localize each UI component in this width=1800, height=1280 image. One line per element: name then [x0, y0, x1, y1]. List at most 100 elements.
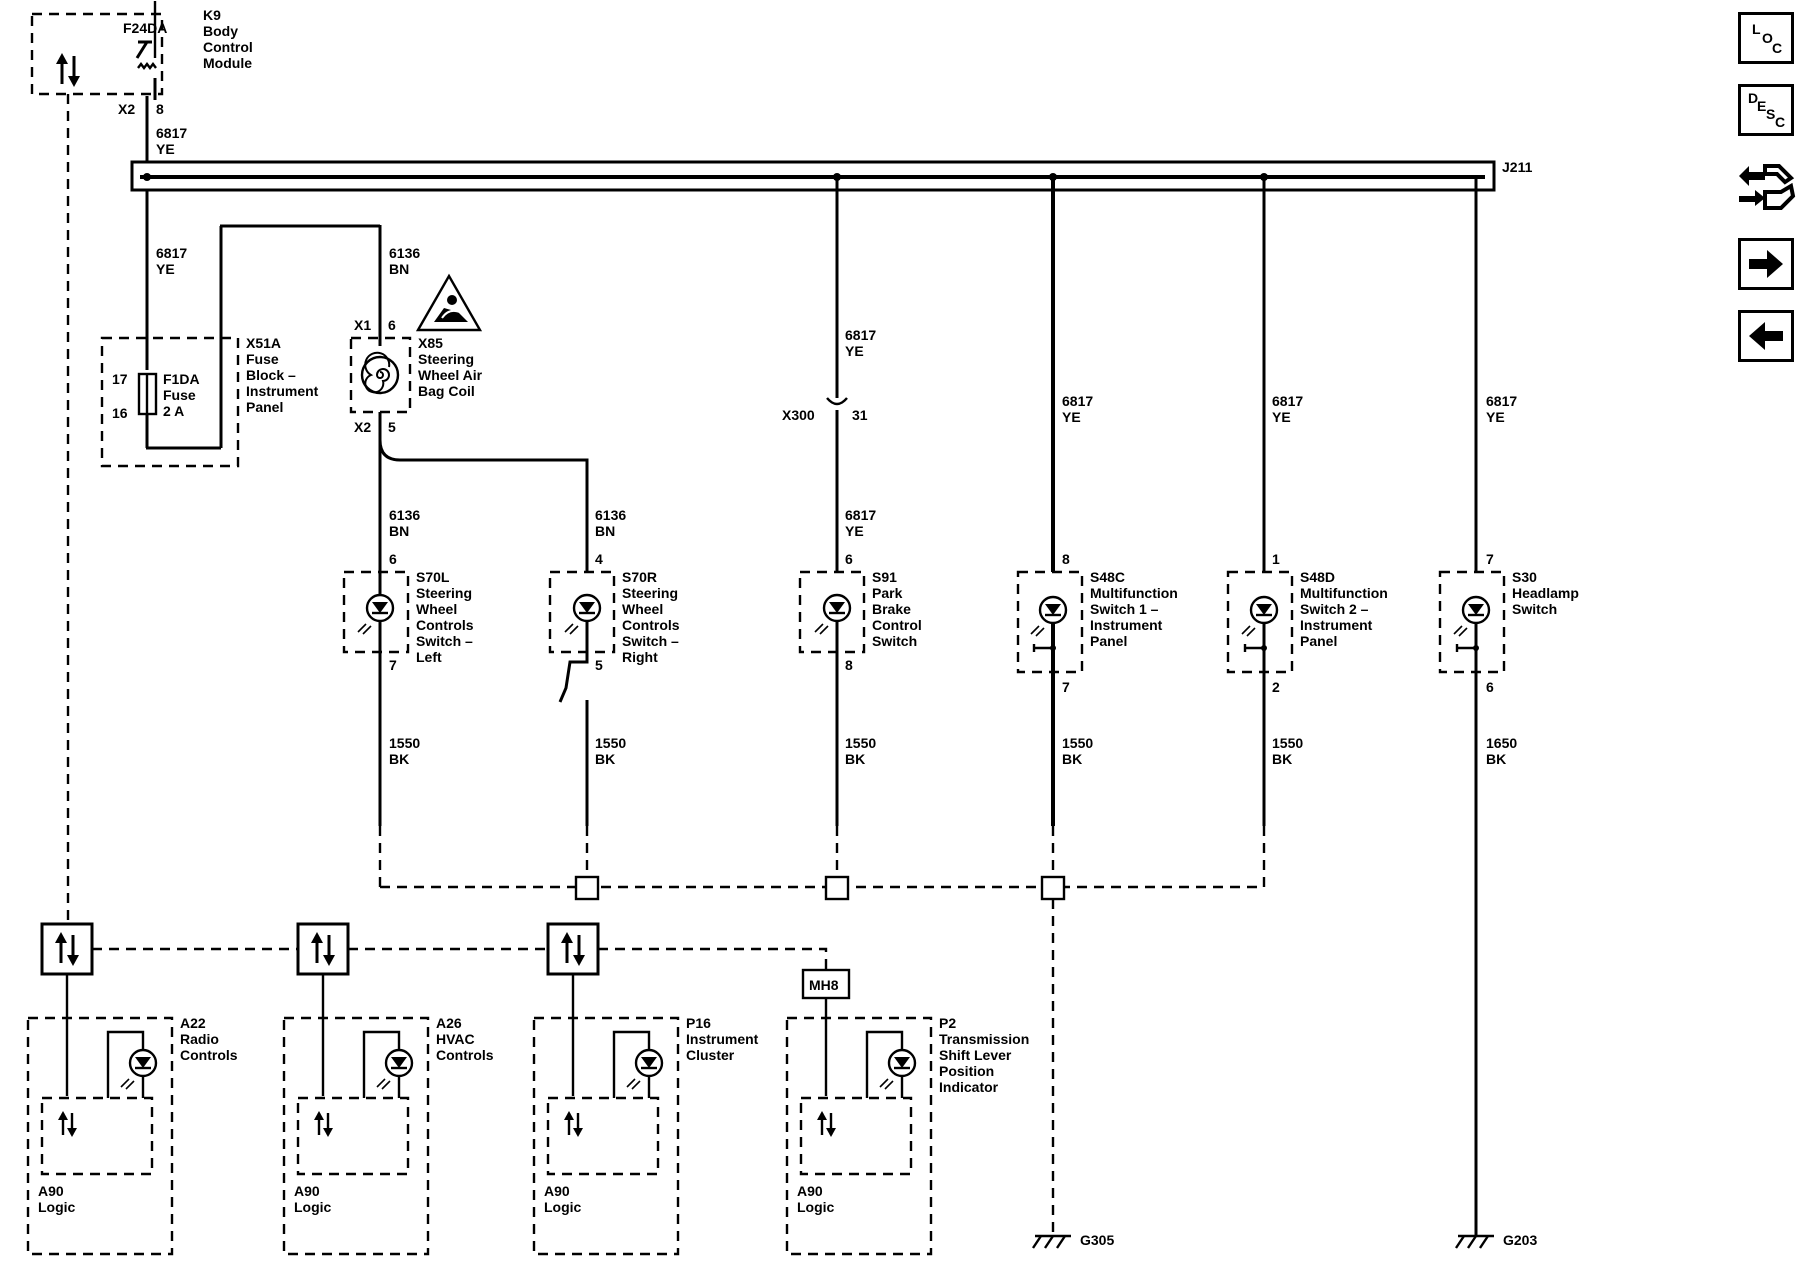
s91-pin-bot: 8: [845, 657, 853, 673]
k9-body-control-module: F24DA K9 Body Control Module X2 8: [30, 1, 253, 117]
next-button[interactable]: [1738, 238, 1794, 290]
wire-6136-r-color: BN: [595, 523, 615, 539]
a26-logic-ref: A90: [294, 1183, 320, 1199]
p2-ref: P2: [939, 1015, 956, 1031]
wire-6817-mid-num: 6817: [156, 245, 187, 261]
wire-1650-s30-num: 1650: [1486, 735, 1517, 751]
p16-line-1: Instrument: [686, 1031, 759, 1047]
p2-logic-ref: A90: [797, 1183, 823, 1199]
s70r-line-4: Switch –: [622, 633, 679, 649]
x51a-fuse-block: 17 16 F1DA Fuse 2 A X51A Fuse Block – In…: [100, 335, 319, 468]
s30-pin-bot: 6: [1486, 679, 1494, 695]
s70l-pin-bot: 7: [389, 657, 397, 673]
p2-line-3: Position: [939, 1063, 994, 1079]
k9-pin: 8: [156, 101, 164, 117]
previous-button[interactable]: [1738, 310, 1794, 362]
s48d-ref: S48D: [1300, 569, 1335, 585]
data-link-3: [546, 922, 600, 976]
k9-ref: K9: [203, 7, 221, 23]
s48c-line-3: Instrument: [1090, 617, 1163, 633]
s70r-line-2: Wheel: [622, 601, 663, 617]
loc-letter-3: C: [1772, 40, 1782, 56]
x85-conn1: X1: [354, 317, 371, 333]
s70r-line-3: Controls: [622, 617, 680, 633]
s48d-pin-bot: 2: [1272, 679, 1280, 695]
a26-logic-label: Logic: [294, 1199, 332, 1215]
x85-line-2: Wheel Air: [418, 367, 483, 383]
s70l-line-4: Switch –: [416, 633, 473, 649]
k9-connector: X2: [118, 101, 135, 117]
description-button[interactable]: D E S C: [1738, 84, 1794, 136]
airbag-warning-icon: [415, 273, 483, 332]
description-icon: D E S C: [1748, 90, 1785, 130]
x51a-line-3: Instrument: [246, 383, 319, 399]
switch-s70r: 4 5 S70R Steering Wheel Controls Switch …: [548, 551, 680, 673]
s70r-ref: S70R: [622, 569, 657, 585]
p16-ref: P16: [686, 1015, 711, 1031]
a22-line-2: Controls: [180, 1047, 238, 1063]
x51a-line-1: Fuse: [246, 351, 279, 367]
s48c-line-2: Switch 1 –: [1090, 601, 1159, 617]
s48d-line-4: Panel: [1300, 633, 1337, 649]
s70l-pin-top: 6: [389, 551, 397, 567]
switch-s70l: 6 7 S70L Steering Wheel Controls Switch …: [342, 551, 474, 673]
s91-pin-top: 6: [845, 551, 853, 567]
desc-letter-3: S: [1766, 106, 1775, 122]
x300-ref: X300: [782, 407, 815, 423]
s48d-line-2: Switch 2 –: [1300, 601, 1369, 617]
s30-pin-top: 7: [1486, 551, 1494, 567]
p2-line-1: Transmission: [939, 1031, 1029, 1047]
p16-line-2: Cluster: [686, 1047, 735, 1063]
s48c-pin-bot: 7: [1062, 679, 1070, 695]
x51a-pin-out: 16: [112, 405, 128, 421]
x85-pin2: 5: [388, 419, 396, 435]
arrow-right-icon: [1749, 250, 1783, 278]
module-p2-transmission-shift-lever-position-indicator: P2 Transmission Shift Lever Position Ind…: [785, 1015, 1029, 1256]
a26-line-1: HVAC: [436, 1031, 475, 1047]
k9-line-1: Body: [203, 23, 238, 39]
desc-letter-4: C: [1775, 114, 1785, 130]
s70l-line-3: Controls: [416, 617, 474, 633]
x85-line-3: Bag Coil: [418, 383, 475, 399]
desc-letter-1: D: [1748, 90, 1758, 106]
switch-s30: 7 6 S30 Headlamp Switch: [1438, 551, 1579, 695]
k9-fuse-label: F24DA: [123, 20, 167, 36]
ground-g203: G203: [1454, 1232, 1537, 1250]
wire-1550-s48c-num: 1550: [1062, 735, 1093, 751]
s70r-pin-top: 4: [595, 551, 603, 567]
s48c-line-4: Panel: [1090, 633, 1127, 649]
connector-exchange-button[interactable]: [1735, 156, 1797, 216]
x85-conn2: X2: [354, 419, 371, 435]
location-button[interactable]: L O C: [1738, 12, 1794, 64]
x85-line-1: Steering: [418, 351, 474, 367]
s70r-pin-bot: 5: [595, 657, 603, 673]
wire-6136-r-num: 6136: [595, 507, 626, 523]
wire-6817-s48c-color: YE: [1062, 409, 1081, 425]
x85-steering-wheel-air-bag-coil: X1 6 X2 5 X85 Steering Wheel Air Bag Coi…: [349, 317, 483, 435]
s70l-line-1: Steering: [416, 585, 472, 601]
wire-6817-top-num: 6817: [156, 125, 187, 141]
j211-ref: J211: [1502, 159, 1533, 175]
wire-6136-top-num: 6136: [389, 245, 420, 261]
wire-6817-x300-bot-num: 6817: [845, 507, 876, 523]
s48c-ref: S48C: [1090, 569, 1125, 585]
s48d-pin-top: 1: [1272, 551, 1280, 567]
arrow-left-icon: [1749, 322, 1783, 350]
wire-6817-top-color: YE: [156, 141, 175, 157]
p2-line-2: Shift Lever: [939, 1047, 1012, 1063]
wire-6817-x300-top-color: YE: [845, 343, 864, 359]
s70r-line-5: Right: [622, 649, 658, 665]
wire-1550-s70l-color: BK: [389, 751, 409, 767]
s70l-line-5: Left: [416, 649, 442, 665]
mh8-connector: MH8: [801, 968, 851, 1000]
wire-1550-s48d-color: BK: [1272, 751, 1292, 767]
wire-6136-l-color: BN: [389, 523, 409, 539]
x300-pin: 31: [852, 407, 868, 423]
x51a-ref: X51A: [246, 335, 281, 351]
wire-1550-s48c-color: BK: [1062, 751, 1082, 767]
s70l-line-2: Wheel: [416, 601, 457, 617]
wire-6136-top-color: BN: [389, 261, 409, 277]
wire-6817-x300-bot-color: YE: [845, 523, 864, 539]
wire-1550-s70r-color: BK: [595, 751, 615, 767]
